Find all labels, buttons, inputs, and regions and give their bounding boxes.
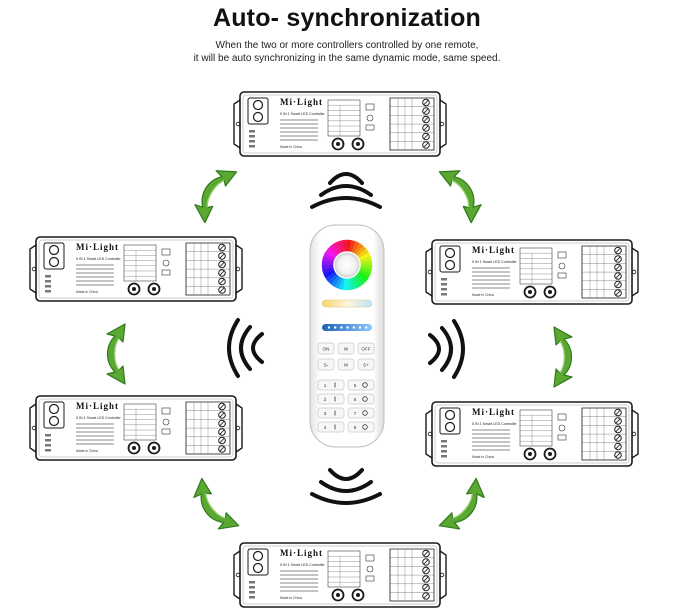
page-title: Auto- synchronization <box>212 4 482 32</box>
off-button[interactable]: OFF <box>357 342 375 355</box>
off-button-label: OFF <box>361 347 370 352</box>
zone-5-label: 5 <box>354 383 357 388</box>
model-label: 5 IN 1 Smart LED Controller <box>472 260 518 264</box>
zone-2-button[interactable]: 2 <box>317 393 345 405</box>
speed-down-button-label: S- <box>324 363 329 368</box>
zone-3-label: 3 <box>324 411 327 416</box>
sync-arrow-mid-left <box>106 323 126 385</box>
off-indicator-icon <box>362 410 368 416</box>
sync-arrow-bottom-left <box>193 477 240 530</box>
brand-logo: Mi·Light <box>280 548 323 558</box>
on-button-label: ON <box>323 347 330 352</box>
model-label: 5 IN 1 Smart LED Controller <box>76 257 122 261</box>
mode-button-label: M <box>344 363 348 368</box>
made-in-label: Made in China <box>472 293 494 297</box>
zone-6-button[interactable]: 6 <box>347 393 375 405</box>
model-label: 5 IN 1 Smart LED Controller <box>76 416 122 420</box>
signal-waves-bottom <box>310 468 382 505</box>
brand-logo: Mi·Light <box>280 97 323 107</box>
sync-arrow-top-right <box>438 170 482 224</box>
controller-right-lower: Mi·Light 5 IN 1 Smart LED ControllerMade … <box>425 401 639 467</box>
off-indicator-icon <box>362 396 368 402</box>
sync-arrow-mid-right <box>553 326 573 388</box>
sync-arrow-bottom-right <box>438 477 485 530</box>
signal-waves-top <box>310 172 382 209</box>
zone-5-button[interactable]: 5 <box>347 379 375 391</box>
zone-8-button[interactable]: 8 <box>347 421 375 433</box>
speed-up-button[interactable]: S+ <box>357 358 375 371</box>
zone-7-button[interactable]: 7 <box>347 407 375 419</box>
white-button[interactable]: W <box>337 342 355 355</box>
zone-7-label: 7 <box>354 411 357 416</box>
controller-left-lower: Mi·Light 5 IN 1 Smart LED ControllerMade … <box>29 395 243 461</box>
wheel-center-button[interactable] <box>334 252 360 278</box>
zone-8-label: 8 <box>354 425 357 430</box>
made-in-label: Made in China <box>280 145 302 149</box>
sync-arrow-top-left <box>194 170 238 224</box>
made-in-label: Made in China <box>76 449 98 453</box>
brand-logo: Mi·Light <box>472 245 515 255</box>
controller-right-upper: Mi·Light 5 IN 1 Smart LED ControllerMade … <box>425 239 639 305</box>
brand-logo: Mi·Light <box>76 401 119 411</box>
made-in-label: Made in China <box>472 455 494 459</box>
mode-button[interactable]: M <box>337 358 355 371</box>
zone-4-label: 4 <box>324 425 327 430</box>
speed-down-button[interactable]: S- <box>317 358 335 371</box>
color-temperature-slider[interactable] <box>321 299 373 308</box>
white-button-label: W <box>344 347 349 352</box>
on-button[interactable]: ON <box>317 342 335 355</box>
made-in-label: Made in China <box>280 596 302 600</box>
color-wheel[interactable] <box>321 239 373 291</box>
subtitle-line-2: it will be auto synchronizing in the sam… <box>193 53 501 64</box>
speed-up-button-label: S+ <box>363 363 369 368</box>
controller-top: Mi·Light 5 IN 1 Smart LED ControllerMade … <box>233 91 447 157</box>
zone-6-label: 6 <box>354 397 357 402</box>
zone-4-button[interactable]: 4 <box>317 421 345 433</box>
model-label: 5 IN 1 Smart LED Controller <box>280 563 326 567</box>
zone-1-button[interactable]: 1 <box>317 379 345 391</box>
zone-1-label: 1 <box>324 383 327 388</box>
controller-left-upper: Mi·Light 5 IN 1 Smart LED ControllerMade … <box>29 236 243 302</box>
brand-logo: Mi·Light <box>472 407 515 417</box>
zone-3-button[interactable]: 3 <box>317 407 345 419</box>
off-indicator-icon <box>362 382 368 388</box>
made-in-label: Made in China <box>76 290 98 294</box>
model-label: 5 IN 1 Smart LED Controller <box>280 112 326 116</box>
subtitle-line-1: When the two or more controllers control… <box>215 40 479 51</box>
signal-waves-left <box>227 318 264 378</box>
remote-control: ON W OFF S- M S+ 1 5 2 6 3 7 4 8 <box>309 224 385 448</box>
model-label: 5 IN 1 Smart LED Controller <box>472 422 518 426</box>
signal-waves-right <box>428 319 465 379</box>
brand-logo: Mi·Light <box>76 242 119 252</box>
zone-2-label: 2 <box>324 397 327 402</box>
controller-bottom: Mi·Light 5 IN 1 Smart LED ControllerMade … <box>233 542 447 608</box>
off-indicator-icon <box>362 424 368 430</box>
